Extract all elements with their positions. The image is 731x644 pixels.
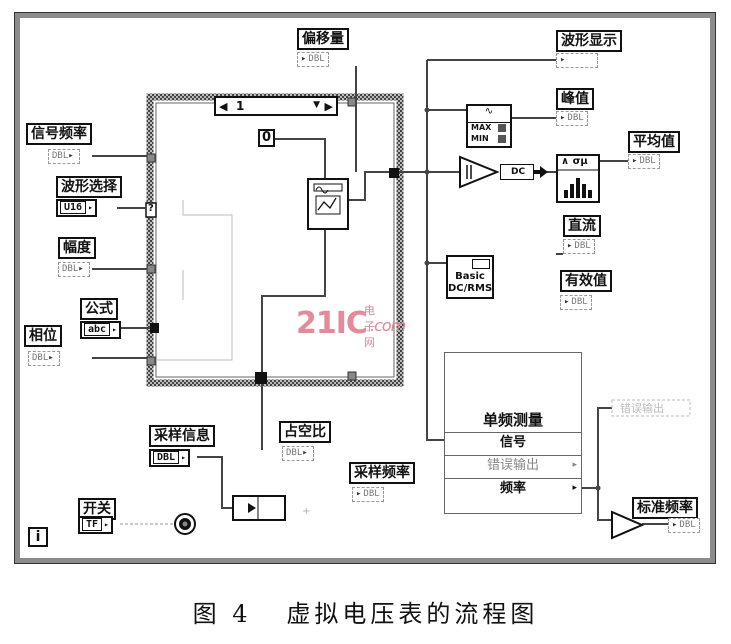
control-waveform-select[interactable]: U16▸ <box>56 199 97 217</box>
compare-triangle[interactable] <box>611 510 645 540</box>
case-selector[interactable]: ◀ 1 ▼ ▶ <box>214 96 338 116</box>
case-selector-terminal[interactable]: ? <box>148 203 154 214</box>
case-selector-value: 1 <box>236 99 245 113</box>
label-rms: 有效值 <box>560 270 612 292</box>
amplifier-triangle[interactable] <box>459 155 500 189</box>
terminal-offset[interactable]: ▸DBL <box>297 52 329 67</box>
case-next-arrow-icon[interactable]: ▶ <box>324 100 333 113</box>
sine-wave-icon: ∿ <box>468 106 510 123</box>
single-tone-signal-row[interactable]: 信号 <box>445 432 581 452</box>
control-switch[interactable]: TF▸ <box>78 516 113 534</box>
watermark-logo: 21IC 电子网 .com <box>296 304 406 349</box>
stats-vi-label: ∧ σμ <box>561 156 588 167</box>
terminal-sample-rate[interactable]: ▸DBL <box>352 487 384 502</box>
single-tone-measurement-vi[interactable]: 单频测量 信号 错误输出▸ 频率▸ <box>444 352 582 514</box>
label-average: 平均值 <box>628 131 680 153</box>
label-offset: 偏移量 <box>297 28 349 50</box>
label-peak: 峰值 <box>556 88 594 110</box>
figure-caption: 图 4 虚拟电压表的流程图 <box>192 600 539 628</box>
basic-dc-rms-vi[interactable]: Basic DC/RMS <box>446 255 494 299</box>
terminal-peak[interactable]: ▸DBL <box>556 111 588 126</box>
numeric-constant-zero[interactable]: 0 <box>258 129 275 147</box>
terminal-amplitude[interactable]: DBL▸ <box>58 262 90 277</box>
label-formula: 公式 <box>80 298 118 320</box>
case-prev-arrow-icon[interactable]: ◀ <box>219 100 228 113</box>
label-sample-rate: 采样频率 <box>349 462 415 484</box>
label-sample-info: 采样信息 <box>149 425 215 447</box>
loop-indicator[interactable] <box>232 495 286 521</box>
label-duty-cycle: 占空比 <box>279 421 331 443</box>
terminal-standard-frequency[interactable]: ▸DBL <box>668 518 700 533</box>
single-tone-error-row[interactable]: 错误输出▸ <box>445 455 581 475</box>
dc-convert-vi[interactable]: DC <box>500 164 534 180</box>
label-dc: 直流 <box>563 215 601 237</box>
max-min-vi[interactable]: ∿ MAX MIN <box>466 104 512 148</box>
chevron-down-icon[interactable]: ▼ <box>313 100 320 110</box>
label-waveform-select: 波形选择 <box>56 176 122 198</box>
svg-text:+: + <box>302 506 310 517</box>
single-tone-title: 单频测量 <box>482 411 543 429</box>
terminal-phase[interactable]: DBL▸ <box>28 351 60 366</box>
terminal-signal-frequency[interactable]: DBL▸ <box>48 149 80 164</box>
faded-error-output-terminal[interactable]: 错误输出 <box>620 402 664 415</box>
control-sample-info[interactable]: DBL▸ <box>149 449 190 467</box>
single-tone-frequency-row[interactable]: 频率▸ <box>445 478 581 498</box>
label-amplitude: 幅度 <box>58 237 96 259</box>
terminal-duty-cycle[interactable]: DBL▸ <box>282 446 314 461</box>
label-waveform-display: 波形显示 <box>556 30 622 52</box>
label-signal-frequency: 信号频率 <box>26 123 92 145</box>
info-icon[interactable]: i <box>28 527 48 547</box>
terminal-dc[interactable]: ▸DBL <box>563 239 595 254</box>
label-phase: 相位 <box>24 325 62 347</box>
terminal-average[interactable]: ▸DBL <box>628 154 660 169</box>
control-formula[interactable]: abc▸ <box>80 321 121 339</box>
terminal-waveform-display[interactable]: ▸ <box>556 53 598 68</box>
label-standard-frequency: 标准频率 <box>632 497 698 519</box>
terminal-rms[interactable]: ▸DBL <box>560 295 592 310</box>
